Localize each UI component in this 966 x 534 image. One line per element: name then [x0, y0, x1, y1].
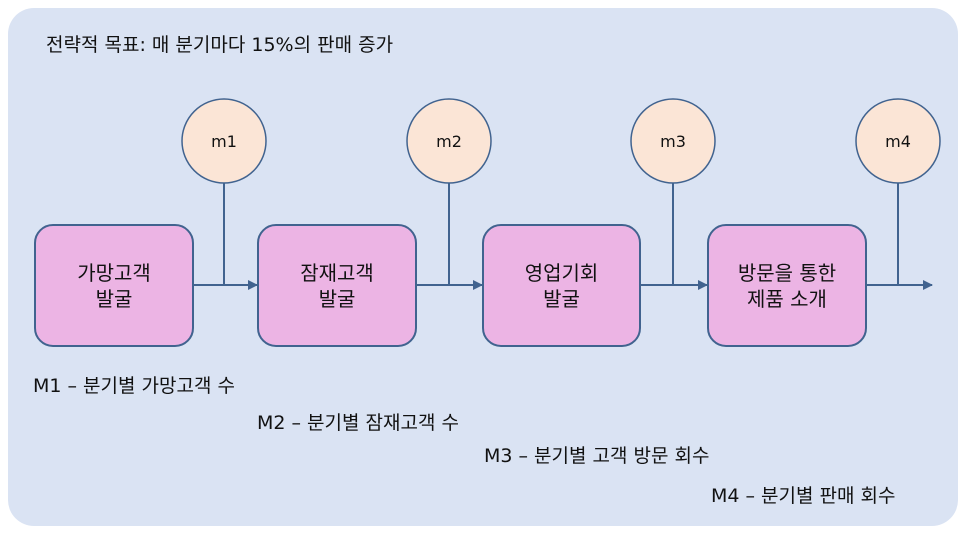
metric-definition-3: M3 – 분기별 고객 방문 회수 [484, 445, 710, 467]
step-box-3 [482, 224, 641, 347]
metric-circle-label-2: m2 [436, 131, 462, 151]
metric-circle-label-1: m1 [211, 131, 237, 151]
metric-circle-2 [406, 98, 492, 184]
step-box-4 [707, 224, 867, 347]
metric-definition-1: M1 – 분기별 가망고객 수 [33, 375, 235, 397]
step-label-line1: 영업기회 [524, 260, 599, 285]
metric-circle-label-3: m3 [660, 131, 686, 151]
metric-circle-label-4: m4 [885, 131, 911, 151]
step-label-line2: 제품 소개 [747, 286, 827, 311]
metric-circle-3 [630, 98, 716, 184]
strategic-goal-title: 전략적 목표: 매 분기마다 15%의 판매 증가 [46, 34, 394, 56]
step-label-line1: 잠재고객 [300, 260, 374, 285]
step-box-1 [34, 224, 194, 347]
step-label-line2: 발굴 [318, 286, 356, 311]
step-label-line2: 발굴 [543, 286, 580, 311]
metric-circle-4 [855, 98, 941, 184]
step-label-line1: 방문을 통한 [737, 260, 837, 285]
step-box-2 [257, 224, 417, 347]
step-label-line1: 가망고객 [77, 260, 151, 285]
metric-definition-4: M4 – 분기별 판매 회수 [711, 485, 896, 507]
metric-definition-2: M2 – 분기별 잠재고객 수 [257, 412, 459, 434]
step-label-line2: 발굴 [95, 286, 133, 311]
metric-circle-1 [181, 98, 267, 184]
